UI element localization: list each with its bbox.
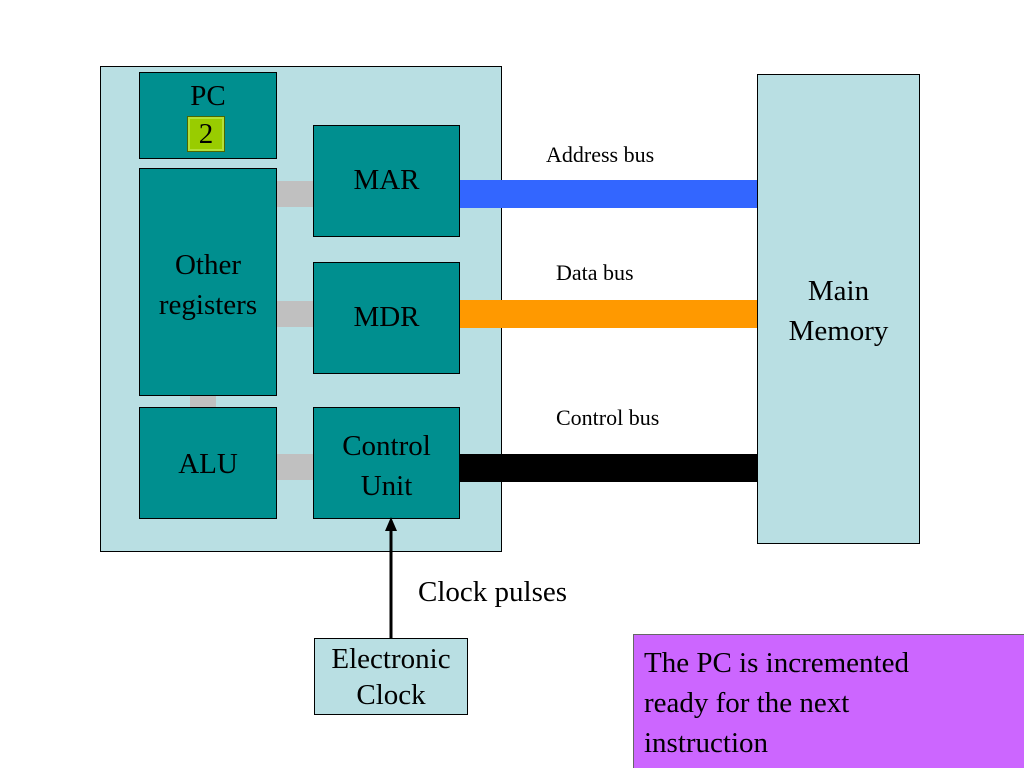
data-bus — [460, 300, 758, 328]
control-bus-label: Control bus — [556, 405, 660, 430]
main-memory-line1: Main — [807, 275, 870, 307]
mar: MAR — [313, 125, 460, 237]
clock-pulses-label: Clock pulses — [418, 576, 568, 608]
pc-value: 2 — [198, 118, 214, 150]
alu: ALU — [139, 407, 277, 519]
note-line1: The PC is incremented — [644, 647, 909, 679]
alu-label: ALU — [178, 448, 238, 480]
connector-alu-control — [276, 454, 314, 480]
address-bus-label: Address bus — [546, 142, 655, 167]
other-registers-line2: registers — [158, 289, 258, 321]
other-registers-line1: Other — [174, 249, 242, 281]
pc-register: PC 2 — [139, 72, 277, 159]
note-line2: ready for the next — [644, 687, 850, 719]
mdr-label: MDR — [353, 301, 420, 333]
mar-label: MAR — [353, 164, 420, 196]
electronic-clock: Electronic Clock — [314, 638, 468, 715]
control-unit-line1: Control — [342, 430, 431, 462]
electronic-clock-line2: Clock — [356, 679, 426, 711]
note-line3: instruction — [644, 727, 769, 759]
connector-registers-mdr — [276, 301, 314, 327]
control-bus — [460, 454, 758, 482]
control-unit: Control Unit — [313, 407, 460, 519]
note-box: The PC is incremented ready for the next… — [633, 634, 1024, 768]
pc-value-box: 2 — [187, 116, 225, 152]
pc-label: PC — [190, 80, 226, 112]
mdr: MDR — [313, 262, 460, 374]
clock-pulse-arrow — [385, 517, 397, 639]
data-bus-label: Data bus — [556, 260, 634, 285]
other-registers: Other registers — [139, 168, 277, 396]
address-bus — [460, 180, 758, 208]
control-unit-line2: Unit — [360, 470, 413, 502]
connector-registers-alu — [190, 395, 216, 408]
electronic-clock-line1: Electronic — [331, 643, 451, 675]
connector-registers-mar — [276, 181, 314, 207]
main-memory-line2: Memory — [788, 315, 889, 347]
main-memory: Main Memory — [757, 74, 920, 544]
